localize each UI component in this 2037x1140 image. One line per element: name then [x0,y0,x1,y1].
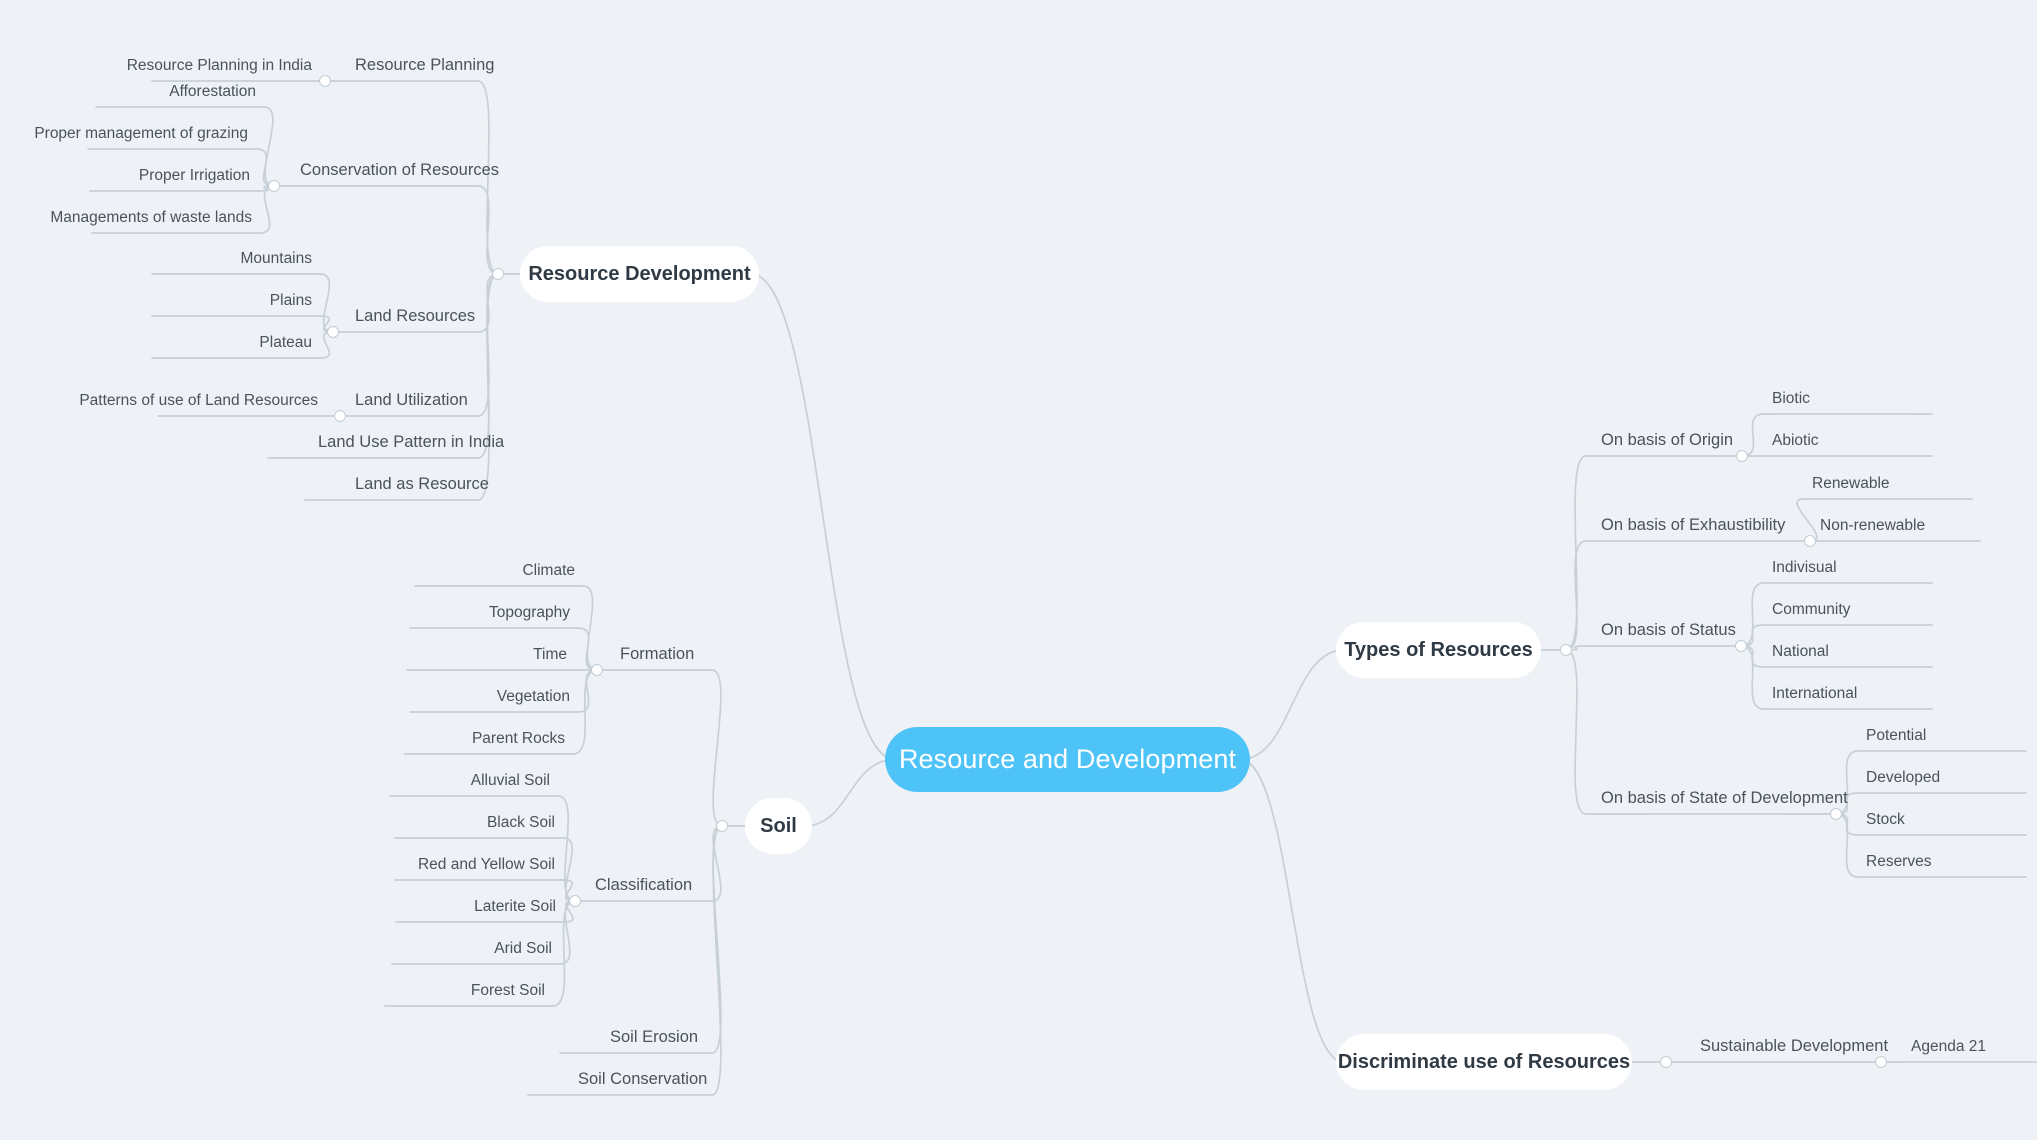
leaf-node-potential[interactable]: Potential [1866,727,1927,744]
leaf-node-managements-of-waste-lands[interactable]: Managements of waste lands [50,209,252,226]
leaf-node-plateau[interactable]: Plateau [259,334,312,351]
branch-node-soil[interactable]: Soil [745,798,812,854]
branch-node-resource-development[interactable]: Resource Development [520,246,759,302]
leaf-node-indivisual[interactable]: Indivisual [1772,559,1837,576]
connector-dot-soil[interactable] [716,820,728,832]
connector-dot-conservation-of-resources[interactable] [268,180,280,192]
leaf-node-red-and-yellow-soil[interactable]: Red and Yellow Soil [417,856,555,873]
connector-dot-on-basis-of-state-of-development[interactable] [1830,808,1842,820]
leaf-node-renewable[interactable]: Renewable [1812,475,1890,492]
leaf-node-non-renewable[interactable]: Non-renewable [1820,517,1926,534]
connector-dot-formation[interactable] [591,664,603,676]
child-node-land-use-pattern-in-india[interactable]: Land Use Pattern in India [318,432,505,451]
leaf-node-abiotic[interactable]: Abiotic [1772,432,1819,449]
leaf-node-community[interactable]: Community [1772,601,1851,618]
child-node-sustainable-development[interactable]: Sustainable Development [1700,1036,1889,1055]
leaf-node-laterite-soil[interactable]: Laterite Soil [474,898,556,915]
connector-dot-classification[interactable] [569,895,581,907]
leaf-node-developed[interactable]: Developed [1866,769,1941,786]
leaf-node-forest-soil[interactable]: Forest Soil [470,982,545,999]
child-node-land-utilization[interactable]: Land Utilization [355,390,468,409]
leaf-node-topography[interactable]: Topography [488,604,570,621]
leaf-node-stock[interactable]: Stock [1866,811,1905,828]
child-node-formation[interactable]: Formation [620,644,695,663]
connector-dot-discriminate-use-of-resources[interactable] [1660,1056,1672,1068]
leaf-node-mountains[interactable]: Mountains [240,250,312,267]
leaf-node-agenda-21[interactable]: Agenda 21 [1911,1038,1986,1055]
leaf-node-national[interactable]: National [1772,643,1829,660]
leaf-node-parent-rocks[interactable]: Parent Rocks [471,730,565,747]
child-node-conservation-of-resources[interactable]: Conservation of Resources [300,160,500,179]
connector-dot-resource-planning[interactable] [319,75,331,87]
connector-dot-on-basis-of-status[interactable] [1735,640,1747,652]
leaf-node-resource-planning-in-india[interactable]: Resource Planning in India [126,57,312,74]
child-node-resource-planning[interactable]: Resource Planning [355,55,495,74]
leaf-node-proper-irrigation[interactable]: Proper Irrigation [138,167,250,184]
root-node[interactable]: Resource and Development [885,727,1250,792]
leaf-node-climate[interactable]: Climate [522,562,575,579]
leaf-node-reserves[interactable]: Reserves [1866,853,1932,870]
connector-dot-land-utilization[interactable] [334,410,346,422]
child-node-on-basis-of-status[interactable]: On basis of Status [1601,620,1736,639]
leaf-node-arid-soil[interactable]: Arid Soil [494,940,552,957]
leaf-node-time[interactable]: Time [533,646,567,663]
connector-dot-resource-development[interactable] [492,268,504,280]
child-node-classification[interactable]: Classification [595,875,693,894]
branch-node-discriminate-use-of-resources[interactable]: Discriminate use of Resources [1336,1034,1632,1090]
child-node-soil-conservation[interactable]: Soil Conservation [578,1069,708,1088]
leaf-node-alluvial-soil[interactable]: Alluvial Soil [470,772,550,789]
child-node-soil-erosion[interactable]: Soil Erosion [610,1027,699,1046]
connector-dot-on-basis-of-exhaustibility[interactable] [1804,535,1816,547]
leaf-node-plains[interactable]: Plains [269,292,312,309]
leaf-node-proper-management-of-grazing[interactable]: Proper management of grazing [34,125,248,142]
leaf-node-patterns-of-use-of-land-resources[interactable]: Patterns of use of Land Resources [79,392,318,409]
child-node-on-basis-of-origin[interactable]: On basis of Origin [1601,430,1734,449]
connector-dot-types-of-resources[interactable] [1560,644,1572,656]
leaf-node-vegetation[interactable]: Vegetation [496,688,570,705]
connector-dot-on-basis-of-origin[interactable] [1736,450,1748,462]
leaf-node-biotic[interactable]: Biotic [1772,390,1810,407]
child-node-on-basis-of-state-of-development[interactable]: On basis of State of Development [1601,788,1848,807]
child-node-land-as-resource[interactable]: Land as Resource [355,474,489,493]
child-node-on-basis-of-exhaustibility[interactable]: On basis of Exhaustibility [1601,515,1786,534]
connector-dot-sustainable-development[interactable] [1875,1056,1887,1068]
leaf-node-international[interactable]: International [1772,685,1858,702]
leaf-node-afforestation[interactable]: Afforestation [169,83,256,100]
child-node-land-resources[interactable]: Land Resources [355,306,476,325]
branch-node-types-of-resources[interactable]: Types of Resources [1336,622,1541,678]
connector-dot-land-resources[interactable] [327,326,339,338]
leaf-node-black-soil[interactable]: Black Soil [486,814,555,831]
